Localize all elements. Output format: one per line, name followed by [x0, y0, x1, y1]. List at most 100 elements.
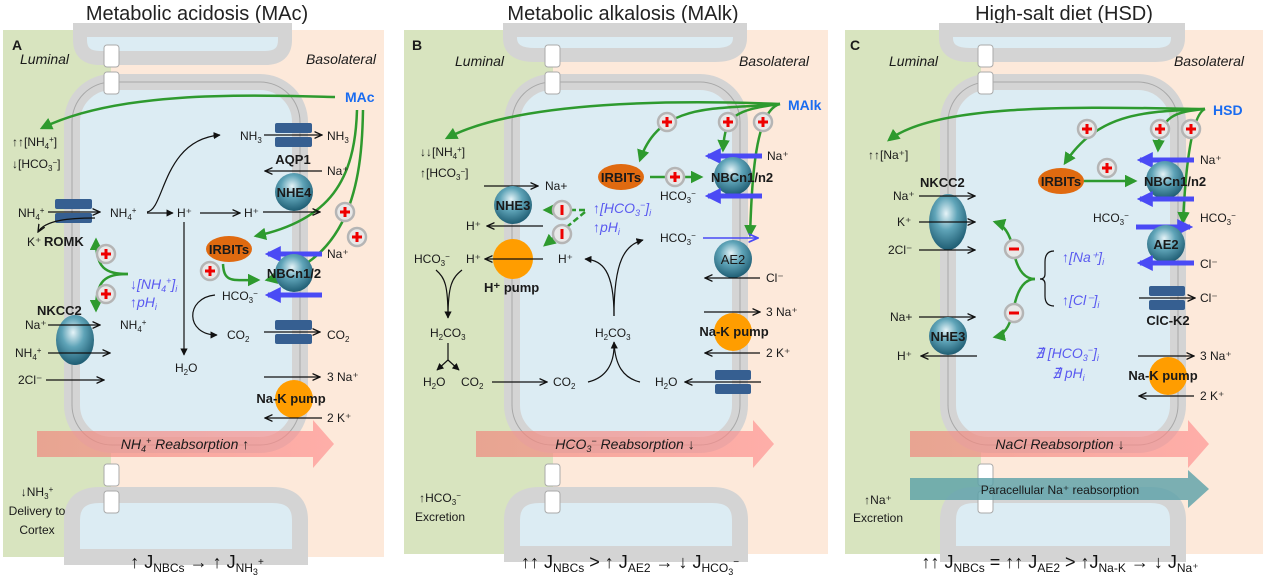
- excretion-note: Excretion: [853, 511, 903, 525]
- na-k-pump: [275, 380, 313, 418]
- luminal-label: Luminal: [455, 53, 505, 69]
- intracellular-note: ↑[HCO3−]i: [593, 200, 652, 218]
- regulation-arrow: [887, 106, 1206, 142]
- regulation-arrow: [637, 102, 781, 163]
- regulation-arrow: [89, 272, 129, 313]
- irbits-label: IRBITs: [601, 170, 641, 185]
- stimulation-icon: [1149, 118, 1171, 140]
- species-label: Na+: [890, 310, 912, 324]
- species-label: NH3: [240, 129, 262, 145]
- species-label: HCO3−: [660, 231, 696, 247]
- excretion-note: ↑Na⁺: [864, 493, 892, 507]
- regulation-arrow: [444, 101, 781, 140]
- na-k-pump-label: Na-K pump: [256, 391, 325, 406]
- stimulation-icon: [1076, 118, 1098, 140]
- tight-junction: [103, 44, 120, 68]
- tight-junction: [544, 44, 561, 68]
- species-label: H2CO3: [595, 326, 631, 342]
- inhibition-icon: [1003, 302, 1025, 324]
- species-label: HCO3−: [1093, 211, 1129, 227]
- flux-arrow: [146, 131, 221, 213]
- species-label: K⁺: [27, 235, 41, 249]
- species-label: Na⁺: [767, 149, 789, 163]
- nbc-transporter: [1146, 161, 1184, 199]
- intracellular-note: ↑pHi: [130, 294, 158, 312]
- na-k-pump-label: Na-K pump: [699, 324, 768, 339]
- species-label: H⁺: [897, 349, 912, 363]
- irbits-protein: [598, 164, 644, 190]
- flux-equation: ↑↑ JNBCs = ↑↑ JAE2 > ↑JNa-K → ↓ JNa⁺: [921, 552, 1198, 575]
- species-label: NH3: [327, 129, 349, 145]
- intracellular-note: ↑[Na⁺]i: [1062, 249, 1105, 267]
- panel-title: High-salt diet (HSD): [975, 3, 1153, 25]
- flux-arrow: [192, 294, 218, 339]
- lumen-note: ↑↑[NH4+]: [12, 135, 57, 151]
- nhe3-label: NHE3: [496, 198, 531, 213]
- nbc-transporter: [275, 254, 313, 292]
- inhibition-icon: [551, 199, 573, 221]
- species-label: Na⁺: [1200, 153, 1222, 167]
- regulation-arrow: [1152, 107, 1206, 153]
- nhe3-label: NHE3: [931, 329, 966, 344]
- inhibition-icon: [551, 223, 573, 245]
- upper-cell: [73, 23, 292, 65]
- stimulation-icon: [656, 111, 678, 133]
- excretion-note: Delivery to: [9, 504, 66, 518]
- clc-k2-channel: [1149, 286, 1185, 296]
- regulation-arrow: [39, 94, 336, 130]
- tight-junction: [977, 44, 994, 68]
- species-label: Na⁺: [893, 189, 915, 203]
- romk-channel: [55, 199, 92, 209]
- species-label: H2CO3: [430, 326, 466, 342]
- paracellular-label: Paracellular Na⁺ reabsorption: [981, 483, 1139, 497]
- nhe4-transporter: [275, 173, 313, 211]
- excretion-note: Cortex: [19, 523, 54, 537]
- stimulus-label: HSD: [1213, 102, 1243, 118]
- species-label: Cl⁻: [1200, 291, 1218, 305]
- stimulation-icon: [1180, 118, 1202, 140]
- stimulation-icon: [95, 283, 117, 305]
- reabsorption-arrow: [910, 420, 1209, 468]
- species-label: H⁺: [177, 206, 192, 220]
- intracellular-note: ↑pHi: [593, 219, 621, 237]
- inhibition-icon: [1003, 238, 1025, 260]
- species-label: CO2: [227, 328, 250, 344]
- clc-k2-label: ClC-K2: [1146, 313, 1189, 328]
- species-label: H⁺: [466, 219, 481, 233]
- nbc-label: NBCn1/n2: [1144, 174, 1206, 189]
- species-label: Na⁺: [25, 318, 47, 332]
- stimulus-label: MAlk: [788, 97, 822, 113]
- species-label: H2O: [175, 361, 197, 377]
- ae2-transporter: [714, 240, 752, 278]
- upper-cell: [503, 23, 747, 62]
- stimulation-icon: [752, 111, 774, 133]
- species-label: Na+: [545, 179, 567, 193]
- nkcc2-label: NKCC2: [37, 303, 82, 318]
- species-label: NH4+: [18, 206, 45, 222]
- upper-cell: [939, 23, 1185, 62]
- irbits-protein: [206, 236, 252, 262]
- regulation-arrow: [221, 263, 261, 287]
- paracellular-arrow: [910, 470, 1209, 508]
- flux-equation: ↑↑ JNBCs > ↑ JAE2 → ↓ JHCO3−: [521, 552, 739, 577]
- species-label: 2 K⁺: [766, 346, 790, 360]
- species-label: HCO3−: [222, 289, 258, 305]
- regulation-arrow: [1177, 107, 1206, 225]
- species-label: 3 Na⁺: [327, 370, 359, 384]
- regulation-arrow: [253, 109, 359, 240]
- stimulation-icon: [664, 166, 686, 188]
- panel-b: Metabolic alkalosis (MAlk) B Luminal Bas…: [404, 3, 828, 577]
- panel-title: Metabolic alkalosis (MAlk): [507, 3, 738, 25]
- reabsorption-arrow: [476, 420, 774, 468]
- stimulation-icon: [95, 243, 117, 265]
- intracellular-note: ↓[NH4+]i: [130, 276, 178, 294]
- species-label: Na⁺: [327, 247, 349, 261]
- excretion-note: ↑HCO3−: [419, 491, 461, 507]
- lumen-note: ↓↓[NH4+]: [420, 145, 465, 161]
- intracellular-note: ∄ pHi: [1052, 365, 1086, 383]
- water-channel: [715, 370, 751, 380]
- excretion-note: Excretion: [415, 510, 465, 524]
- nbc-transporter: [714, 157, 752, 195]
- species-label: HCO3−: [660, 189, 696, 205]
